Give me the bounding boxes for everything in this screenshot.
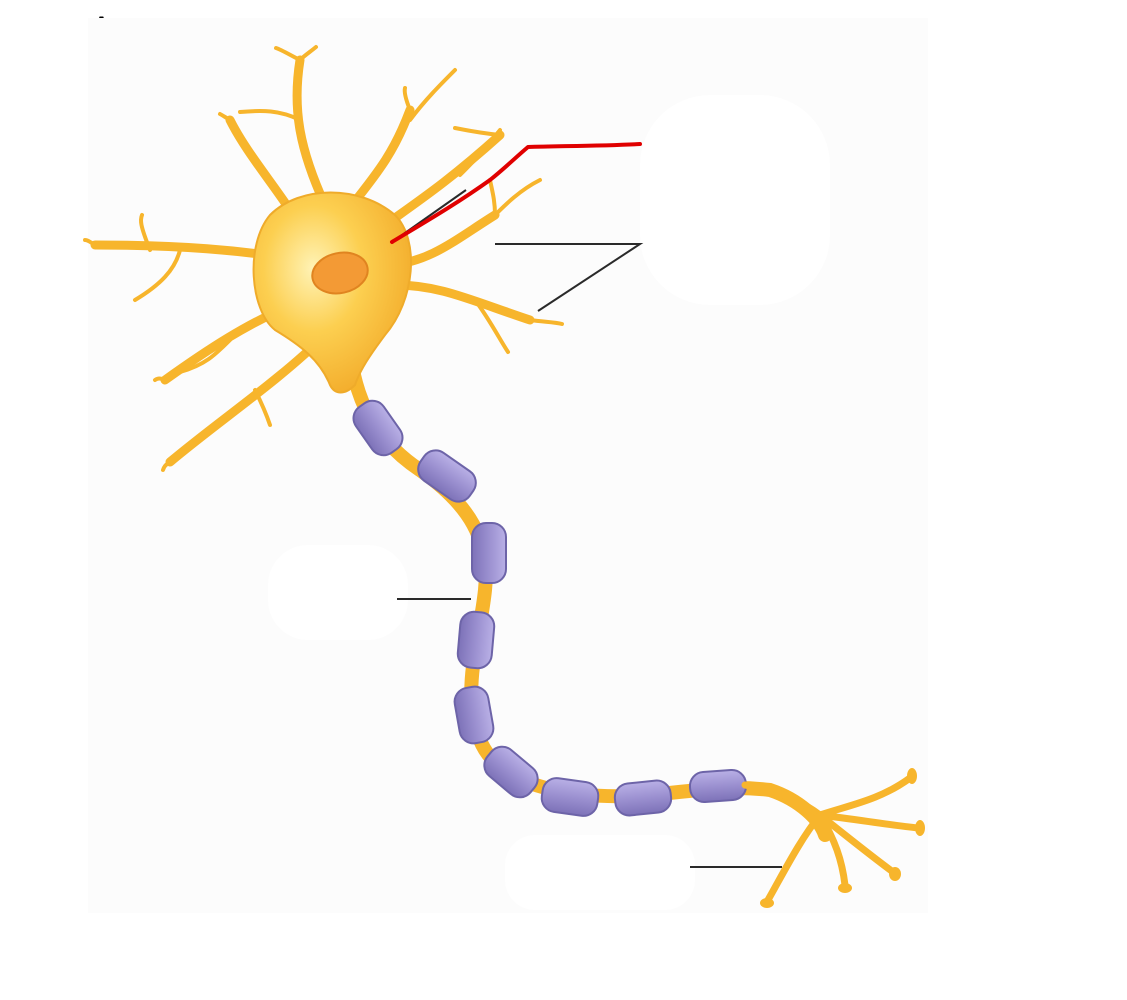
myelin-segment <box>540 777 600 817</box>
myelin-segment <box>688 769 748 803</box>
terminal-boutons <box>760 768 925 908</box>
red-annotation-line <box>390 142 642 244</box>
blank-label-area-middle <box>268 545 408 640</box>
myelin-segment <box>471 522 507 584</box>
blank-label-area-bottom <box>505 835 695 910</box>
myelin-segment <box>613 779 673 817</box>
myelin-segment <box>417 449 477 503</box>
myelin-segment <box>456 610 496 670</box>
blank-label-area-top <box>640 95 830 305</box>
axon-terminals <box>741 774 922 904</box>
nucleus <box>311 251 369 295</box>
myelin-sheath <box>352 399 748 817</box>
myelin-segment <box>352 399 404 457</box>
myelin-segment <box>453 685 495 745</box>
myelin-segment <box>483 745 539 799</box>
dendrites-leader-line <box>495 243 644 312</box>
dendrites <box>83 45 564 472</box>
